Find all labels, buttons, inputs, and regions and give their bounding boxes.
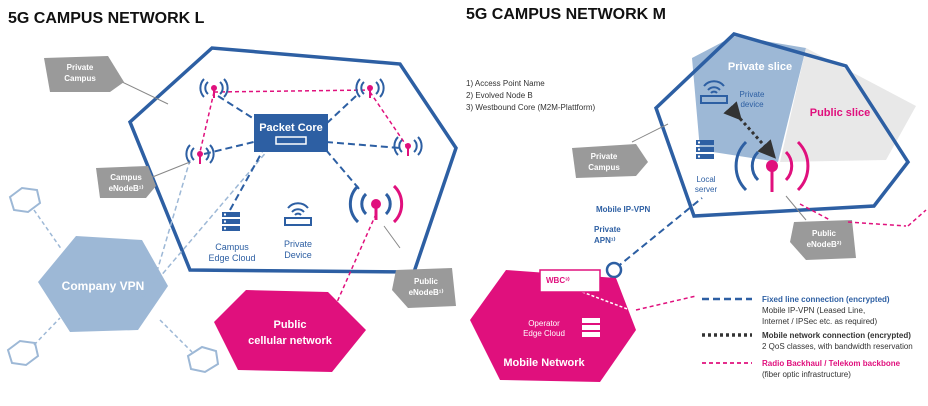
- wbc-label: WBC³⁾: [546, 276, 570, 285]
- public-cellular-label-2: cellular network: [248, 335, 333, 347]
- server-icon: [582, 318, 600, 337]
- vpn-endpoint: [605, 261, 623, 279]
- footnote: 1) Access Point Name: [466, 79, 545, 88]
- private-campus-callout: [44, 56, 124, 92]
- campus-edge-cloud-label-2: Edge Cloud: [208, 253, 255, 263]
- title-left: 5G CAMPUS NETWORK L: [8, 10, 205, 27]
- footnote: 2) Evolved Node B: [466, 91, 533, 100]
- legend-mobile-desc: 2 QoS classes, with bandwidth reservatio…: [762, 342, 913, 351]
- packet-core-icon: [275, 136, 307, 145]
- private-campus-label: Private: [591, 152, 618, 161]
- public-cellular-label: Public: [273, 319, 306, 331]
- private-device-label-2: device: [740, 100, 764, 109]
- public-cellular-shape: [214, 290, 366, 372]
- legend: Fixed line connection (encrypted) Mobile…: [702, 295, 913, 379]
- public-enodeb-callout: [392, 268, 456, 308]
- private-campus-outline: [653, 32, 911, 218]
- private-apn-label-2: APN¹⁾: [594, 236, 616, 245]
- operator-edge-cloud-label-2: Edge Cloud: [523, 329, 565, 338]
- local-server-label: Local: [696, 175, 715, 184]
- private-device-label-2: Device: [284, 250, 312, 260]
- public-enodeb-label-2: eNodeB¹⁾: [409, 288, 444, 297]
- private-device-label: Private: [284, 239, 312, 249]
- private-apn-label: Private: [594, 225, 621, 234]
- private-campus-outline: [127, 46, 458, 274]
- right-network: 1) Access Point Name 2) Evolved Node B 3…: [466, 32, 927, 382]
- antenna-icon: [199, 78, 229, 99]
- mobile-ipvpn-label: Mobile IP-VPN: [596, 205, 650, 214]
- server-icon: [222, 212, 240, 231]
- operator-edge-cloud-label: Operator: [528, 319, 560, 328]
- campus-enodeb-label: Campus: [110, 173, 142, 182]
- public-enodeb-callout: [790, 220, 856, 260]
- public-enodeb-label-2: eNodeB²⁾: [807, 240, 842, 249]
- hex-small-2: [6, 339, 40, 367]
- public-slice-label: Public slice: [810, 107, 871, 119]
- hex-small-3: [186, 345, 220, 374]
- campus-enodeb-label-2: eNodeB¹⁾: [109, 184, 144, 193]
- public-slice-area: [780, 48, 916, 162]
- mobile-network-label: Mobile Network: [503, 357, 585, 369]
- legend-mobile-title: Mobile network connection (encrypted): [762, 331, 911, 340]
- campus-edge-cloud-label: Campus: [215, 242, 249, 252]
- legend-radio-title: Radio Backhaul / Telekom backbone: [762, 359, 901, 368]
- title-right: 5G CAMPUS NETWORK M: [466, 6, 666, 23]
- hex-small-1: [8, 186, 42, 214]
- private-campus-label: Private: [67, 63, 94, 72]
- packet-core-label: Packet Core: [259, 122, 323, 134]
- antenna-icon: [185, 144, 215, 165]
- footnote: 3) Westbound Core (M2M-Plattform): [466, 103, 596, 112]
- antenna-icon: [355, 78, 385, 99]
- private-campus-label-2: Campus: [64, 74, 96, 83]
- private-campus-callout: [572, 144, 648, 178]
- private-slice-area: [692, 36, 806, 162]
- local-server-label-2: server: [695, 185, 718, 194]
- private-slice-label: Private slice: [728, 61, 792, 73]
- public-enodeb-antenna-icon: [348, 184, 404, 224]
- mobile-network-shape: [470, 270, 636, 382]
- company-vpn-label: Company VPN: [62, 279, 145, 293]
- server-icon: [696, 140, 714, 159]
- campus-enodeb-callout: [96, 166, 156, 198]
- legend-fixed-desc: Mobile IP-VPN (Leased Line,: [762, 306, 865, 315]
- wbc-box: [539, 269, 601, 293]
- public-enodeb-label: Public: [812, 229, 837, 238]
- company-vpn-shape: [38, 236, 168, 332]
- private-device-label: Private: [740, 90, 765, 99]
- antenna-icon: [393, 136, 423, 157]
- legend-fixed-desc-2: Internet / IPSec etc. as required): [762, 317, 878, 326]
- router-icon: [284, 202, 312, 226]
- private-campus-label-2: Campus: [588, 163, 620, 172]
- packet-core-box: [254, 114, 328, 152]
- public-enodeb-antenna-icon: [734, 140, 810, 192]
- public-enodeb-label: Public: [414, 277, 439, 286]
- legend-radio-desc: (fiber optic infrastructure): [762, 370, 851, 379]
- legend-fixed-title: Fixed line connection (encrypted): [762, 295, 890, 304]
- left-network: Company VPN Packet Core: [6, 46, 458, 374]
